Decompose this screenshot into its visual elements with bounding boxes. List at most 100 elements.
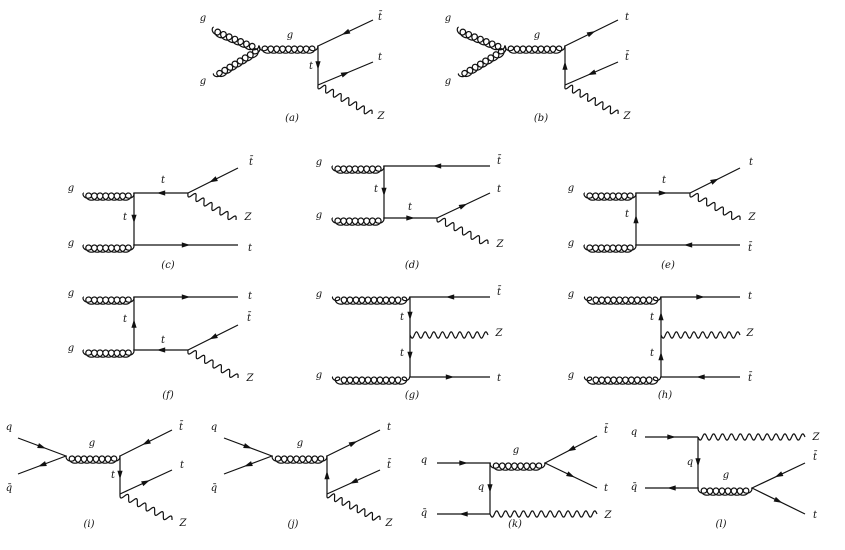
diagram-caption: (f) — [162, 390, 174, 401]
particle-label: t — [749, 157, 754, 168]
boson-wavy-line — [187, 192, 237, 221]
fermion-arrow — [156, 190, 166, 196]
particle-label: t̄ — [387, 459, 392, 471]
particle-label: t̄ — [625, 51, 630, 63]
diagram-caption: (b) — [534, 113, 548, 124]
fermion-arrow — [695, 458, 701, 467]
fermion-arrow — [407, 351, 413, 361]
fermion-arrow — [658, 351, 664, 361]
particle-label: Z — [496, 239, 505, 250]
fermion-arrow — [244, 461, 253, 467]
fermion-arrow — [566, 471, 575, 478]
particle-label: g — [89, 438, 95, 449]
particle-label: g — [316, 210, 322, 221]
particle-label: t — [180, 460, 185, 471]
particle-label: t — [111, 470, 116, 481]
particle-label: Z — [495, 328, 504, 339]
boson-wavy-line — [187, 349, 239, 379]
fermion-arrow — [142, 438, 151, 445]
particle-label: t — [374, 184, 379, 195]
particle-label: g — [568, 183, 574, 194]
particle-label: t̄ — [497, 155, 502, 167]
boson-wavy-line — [326, 493, 381, 521]
fermion-arrow — [445, 374, 455, 380]
boson-wavy-line — [436, 217, 489, 245]
diagram-caption: (l) — [715, 519, 726, 530]
fermion-arrow — [432, 163, 442, 169]
fermion-arrow — [586, 31, 596, 38]
particle-label: t̄ — [604, 424, 609, 436]
gluon-curly-line — [331, 296, 411, 305]
fermion-arrow — [348, 441, 358, 448]
particle-label: t — [625, 209, 630, 220]
particle-label: t — [813, 510, 818, 521]
particle-label: g — [68, 343, 74, 354]
fermion-arrow — [349, 477, 359, 484]
fermion-arrow — [710, 178, 719, 185]
particle-label: t — [248, 243, 253, 254]
fermion-arrow — [696, 374, 705, 380]
fermion-arrow — [696, 294, 705, 300]
diagram-caption: (c) — [161, 260, 175, 271]
particle-label: t̄ — [497, 286, 502, 298]
fermion-arrow — [209, 176, 218, 183]
fermion-arrow — [315, 61, 321, 70]
boson-wavy-line — [317, 84, 373, 115]
feynman-diagram-k: qq̄qgt̄tZ(k) — [421, 424, 613, 530]
particle-label: t — [497, 373, 502, 384]
fermion-arrow — [445, 294, 455, 300]
particle-label: t̄ — [249, 156, 254, 168]
gluon-curly-line — [583, 244, 637, 253]
particle-label: g — [200, 76, 206, 87]
particle-label: q̄ — [421, 508, 427, 519]
fermion-arrow — [658, 190, 668, 196]
fermion-arrow — [683, 242, 693, 248]
diagram-caption: (g) — [405, 390, 419, 401]
particle-label: g — [316, 157, 322, 168]
boson-wavy-line — [409, 331, 489, 339]
gluon-curly-line — [212, 45, 261, 78]
particle-label: t — [123, 212, 128, 223]
particle-label: g — [534, 30, 540, 41]
diagram-caption: (i) — [83, 519, 94, 530]
gluon-curly-line — [82, 244, 135, 253]
particle-label: t̄ — [378, 11, 383, 23]
particle-label: t — [662, 175, 667, 186]
fermion-arrow — [567, 445, 576, 452]
particle-label: t — [604, 483, 609, 494]
particle-label: q̄ — [6, 483, 12, 494]
gluon-curly-line — [271, 455, 328, 464]
gluon-curly-line — [583, 296, 662, 305]
particle-label: g — [68, 183, 74, 194]
gluon-curly-line — [583, 192, 637, 201]
gluon-curly-line — [456, 26, 506, 51]
gluon-curly-line — [331, 376, 411, 385]
particle-label: g — [316, 370, 322, 381]
particle-label: Z — [179, 518, 188, 529]
fermion-arrow — [658, 311, 664, 321]
particle-label: g — [568, 370, 574, 381]
particle-label: t — [248, 291, 253, 302]
fermion-arrow — [773, 496, 783, 503]
particle-label: q̄ — [211, 483, 217, 494]
particle-label: t — [650, 348, 655, 359]
gluon-curly-line — [331, 217, 385, 226]
fermion-arrow — [459, 460, 468, 466]
particle-label: t — [378, 52, 383, 63]
particle-label: g — [68, 238, 74, 249]
gluon-curly-line — [457, 45, 507, 78]
particle-label: Z — [385, 518, 394, 529]
particle-label: Z — [623, 111, 632, 122]
gluon-curly-line — [258, 45, 319, 54]
particle-label: t̄ — [247, 312, 252, 324]
particle-label: q — [6, 422, 12, 433]
fermion-arrow — [487, 484, 493, 493]
particle-label: t̄ — [748, 372, 753, 384]
particle-label: g — [287, 30, 293, 41]
particle-label: t — [161, 175, 166, 186]
gluon-curly-line — [504, 45, 566, 54]
